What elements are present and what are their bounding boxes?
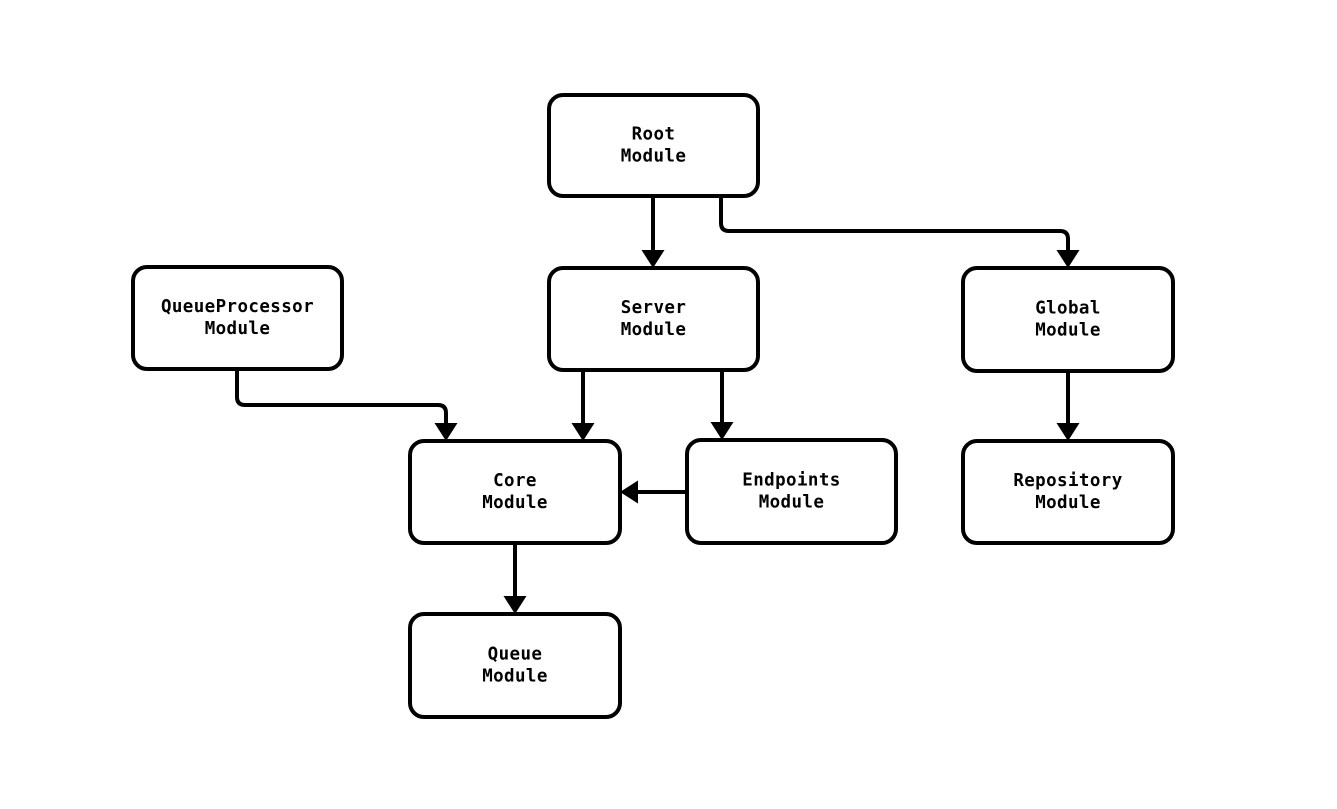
edge-global-to-repository-arrowhead-icon [1056,423,1080,441]
endpoints-module-box[interactable] [685,438,898,545]
queueprocessor-module-label-line2: Module [205,319,271,339]
queueprocessor-module-box[interactable] [131,265,344,371]
root-module-label-line2: Module [621,147,687,167]
repository-module-label-line1: Repository [1013,471,1122,491]
edge-root-to-server-arrowhead-icon [641,250,665,268]
edges-layer [235,196,1080,614]
core-module-label-line1: Core [493,471,537,491]
endpoints-module-label-line1: Endpoints [742,471,840,491]
queue-module-label-line2: Module [482,667,548,687]
edge-global-to-repository [1056,371,1080,441]
edge-root-to-global-line [719,196,1070,250]
endpoints-module-label-line2: Module [759,493,825,513]
nodes-layer: RootModuleQueueProcessorModuleServerModu… [131,93,1175,719]
edge-queueprocessor-to-core-arrowhead-icon [434,423,458,441]
edge-server-to-core [571,370,595,441]
edge-core-to-queue-arrowhead-icon [503,596,527,614]
queue-module-label-line1: Queue [488,645,543,665]
queue-module-box[interactable] [408,612,622,719]
edge-root-to-global [719,196,1080,268]
global-module-label-line1: Global [1035,299,1101,319]
repository-module-box[interactable] [961,439,1175,545]
root-module-label-line1: Root [632,125,676,145]
global-module-box[interactable] [961,266,1175,373]
edge-root-to-global-arrowhead-icon [1056,250,1080,268]
edge-root-to-server [641,196,665,268]
global-module-label-line2: Module [1035,321,1101,341]
edge-server-to-endpoints-arrowhead-icon [710,422,734,440]
edge-endpoints-to-core-arrowhead-icon [620,480,638,504]
edge-server-to-endpoints [710,370,734,440]
edge-core-to-queue [503,543,527,614]
edge-queueprocessor-to-core [235,369,458,441]
edge-queueprocessor-to-core-line [235,369,448,423]
core-module-label-line2: Module [482,493,548,513]
edge-server-to-core-arrowhead-icon [571,423,595,441]
repository-module-label-line2: Module [1035,493,1101,513]
queueprocessor-module-label-line1: QueueProcessor [161,297,314,317]
server-module-box[interactable] [547,266,760,372]
root-module-box[interactable] [547,93,760,198]
core-module-box[interactable] [408,439,622,545]
edge-endpoints-to-core [620,480,687,504]
server-module-label-line2: Module [621,320,687,340]
server-module-label-line1: Server [621,298,687,318]
